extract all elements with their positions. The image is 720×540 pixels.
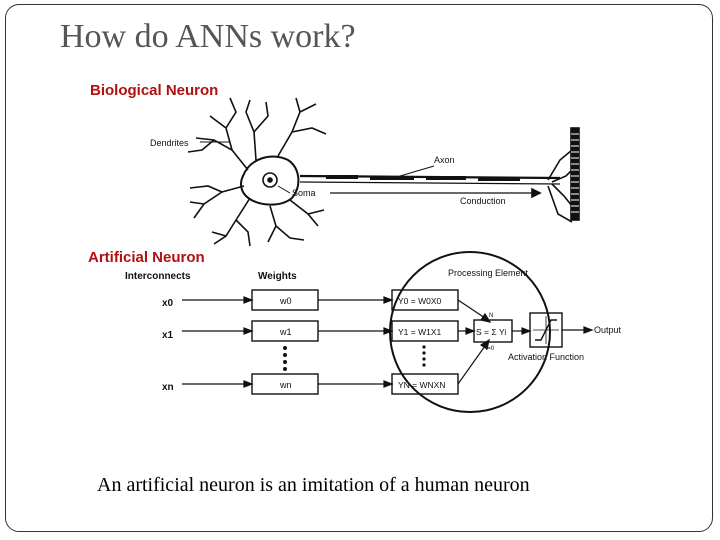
axon-label: Axon: [434, 155, 455, 165]
product-label-0: Y0 = W0X0: [398, 296, 442, 306]
biological-neuron-heading: Biological Neuron: [90, 82, 219, 99]
slide-title: How do ANNs work?: [60, 18, 356, 55]
product-label-n: YN = WNXN: [398, 380, 445, 390]
summation-label: S = Σ Yi: [476, 327, 506, 337]
output-label: Output: [594, 325, 622, 335]
weight-label-1: w1: [279, 327, 292, 337]
activation-curve: [535, 319, 557, 341]
synapse-comb: [570, 127, 580, 221]
input-x1: x1: [162, 330, 174, 341]
axon-terminal: [547, 149, 573, 181]
summation-upper-limit: N: [489, 313, 493, 319]
dendrites-label: Dendrites: [150, 138, 189, 148]
weights-label: Weights: [258, 271, 297, 282]
nucleus: [262, 172, 278, 188]
weight-label-0: w0: [279, 296, 292, 306]
axon-leader: [399, 165, 435, 177]
summation-lower-limit: i=0: [486, 346, 495, 352]
slide-caption: An artificial neuron is an imitation of …: [97, 474, 530, 496]
product-label-1: Y1 = W1X1: [398, 327, 442, 337]
dendrite: [195, 137, 249, 171]
ellipsis-dots-weights: [283, 346, 287, 371]
interconnects-label: Interconnects: [125, 271, 191, 282]
input-xn: xn: [162, 382, 174, 393]
weight-label-n: wn: [279, 380, 292, 390]
conduction-label: Conduction: [460, 196, 506, 206]
soma-label: Soma: [292, 188, 316, 198]
biological-neuron-drawing: [187, 97, 580, 247]
soma-outline: [240, 155, 300, 206]
soma-leader: [277, 185, 291, 194]
slide-frame: [5, 4, 713, 532]
artificial-neuron-heading: Artificial Neuron: [88, 249, 205, 266]
input-x0: x0: [162, 298, 174, 309]
activation-label: Activation Function: [508, 352, 584, 362]
processing-element-label: Processing Element: [448, 268, 529, 278]
ellipsis-dots-products: [422, 345, 426, 367]
